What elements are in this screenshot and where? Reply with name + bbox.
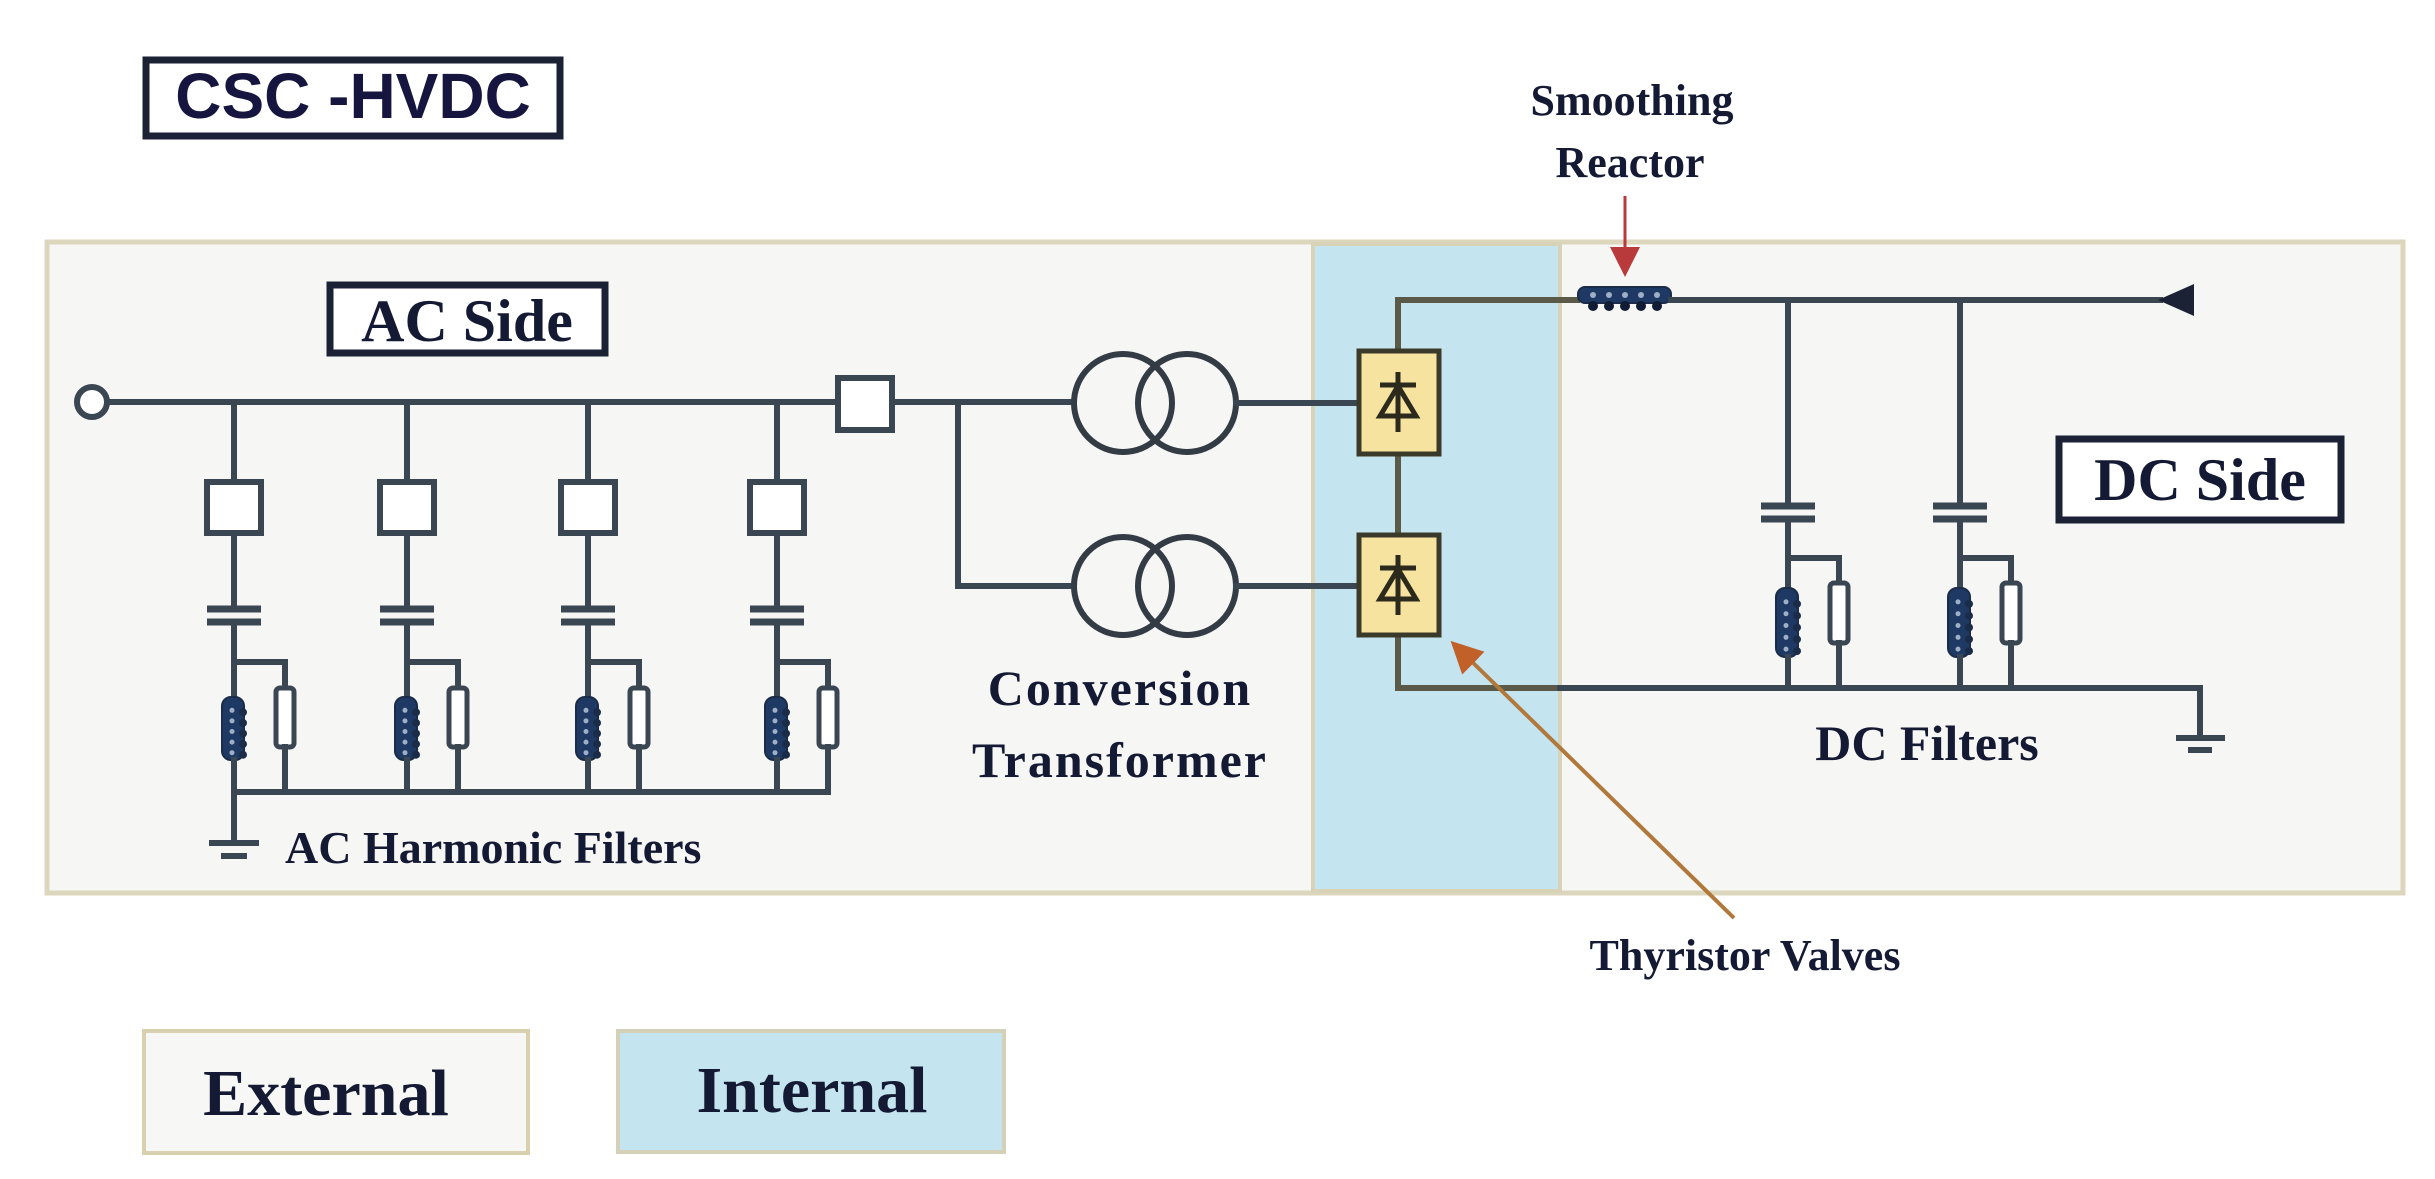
ac-filter-resistor-icon [446,685,470,750]
dc-ground-icon [2176,735,2225,753]
ac-filter-inductor-icon [764,696,790,761]
dc-side-label: DC Side [2094,447,2306,513]
valve-bottom-connection [1395,635,1560,691]
thyristor-valves-arrow [1450,640,1736,920]
ac-filter-resistor-icon [816,685,840,750]
ac-breaker-icon [835,375,895,433]
dc-filters [1761,297,2023,691]
ac-filter-switch-icon [747,479,807,536]
legend-external-label: External [203,1057,449,1130]
thyristor-1-icon [1375,372,1421,432]
ac-filter-resistor-icon [627,685,651,750]
dc-filter-inductor-icon [1947,587,1973,658]
ac-filter-switch-icon [558,479,618,536]
ac-filter-switch-icon [377,479,437,536]
dc-return-line [1557,685,2203,741]
dc-filters-label: DC Filters [1815,715,2039,771]
legend: External Internal [142,1029,1006,1155]
ac-filter-branch-4 [747,399,840,795]
ac-ground-icon [209,789,259,859]
valve-top-connection [1395,297,1580,350]
ac-filter-inductor-icon [394,696,420,761]
title-box: CSC -HVDC [142,56,564,140]
ac-filter-resistor-icon [273,685,297,750]
smoothing-reactor-label-line2: Reactor [1555,138,1704,187]
title-text: CSC -HVDC [175,60,531,132]
dc-filter-inductor-icon [1775,587,1801,658]
lower-transformer-feeder [955,399,1076,589]
ac-harmonic-filters [204,399,840,795]
conversion-transformer-label-line1: Conversion [988,660,1252,716]
legend-internal: Internal [616,1029,1006,1154]
thyristor-valve-2 [1356,532,1442,638]
thyristor-valves-label: Thyristor Valves [1590,931,1901,980]
dc-line-end-arrow-icon [2158,284,2194,316]
ac-side-label-box: AC Side [326,281,609,357]
ac-filter-switch-icon [204,479,264,536]
legend-external: External [142,1029,530,1155]
legend-internal-swatch [616,1029,1006,1154]
ac-side-label: AC Side [361,288,573,354]
ac-filter-inductor-icon [575,696,601,761]
title-frame [142,56,564,140]
thyristor-2-icon [1375,555,1421,615]
legend-external-swatch [142,1029,530,1155]
ac-harmonic-filters-label: AC Harmonic Filters [285,822,701,873]
dc-filter-resistor-icon [1999,580,2023,646]
thyristor-valve-1 [1356,348,1442,457]
smoothing-reactor-label-line1: Smoothing [1531,76,1734,125]
ac-filter-inductor-icon [221,696,247,761]
ac-filter-branch-3 [558,399,651,795]
dc-filter-resistor-icon [1827,580,1851,646]
ac-filter-branch-1 [204,399,297,795]
dc-filter-branch-2 [1933,297,2023,691]
dc-filter-branch-1 [1761,297,1851,691]
ac-filter-branch-2 [377,399,470,795]
ac-terminal-icon [74,384,110,420]
smoothing-reactor-icon [1577,286,1672,311]
conversion-transformer-label-line2: Transformer [972,732,1268,788]
legend-internal-label: Internal [697,1054,928,1127]
dc-side-label-box: DC Side [2055,435,2345,524]
